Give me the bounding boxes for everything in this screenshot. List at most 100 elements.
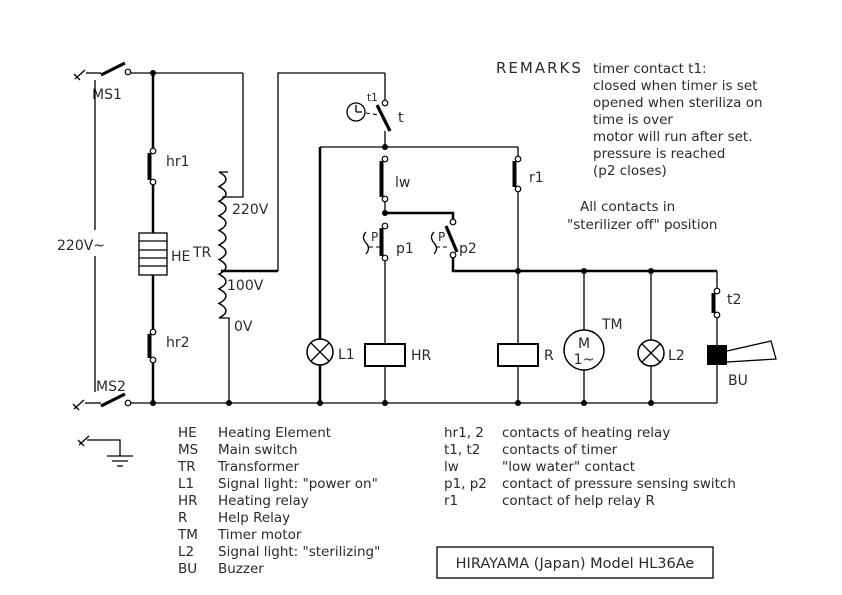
legend-key: t1, t2 (444, 442, 480, 458)
label-lw: lw (395, 175, 410, 191)
transformer: TR 220V 100V 0V (192, 72, 385, 406)
legend-key: HR (178, 493, 198, 509)
remarks-line: closed when timer is set (593, 78, 757, 94)
label-tap-0v: 0V (234, 319, 253, 335)
hr1-contact-terminal (149, 147, 157, 155)
timer-clock-icon (346, 102, 366, 122)
remarks-line: pressure is reached (593, 146, 725, 162)
legend-key: lw (444, 459, 459, 475)
title-box-text: HIRAYAMA (Japan) Model HL36Ae (456, 556, 695, 572)
legend-desc: Signal light: "sterilizing" (218, 544, 380, 560)
label-hr-coil: HR (411, 348, 432, 364)
legend-desc: Buzzer (218, 561, 264, 577)
label-p-right: P (438, 230, 445, 244)
label-motor-phase: 1~ (574, 352, 595, 368)
remarks-line: motor will run after set. (593, 129, 753, 145)
label-hr2: hr2 (166, 335, 190, 351)
remarks-section: REMARKS timer contact t1: closed when ti… (496, 59, 763, 233)
label-motor-m: M (578, 336, 590, 352)
label-p-left: P (371, 230, 378, 244)
r1-contact-terminal (514, 155, 522, 163)
clock-hands (355, 105, 362, 113)
legend-key: r1 (444, 493, 458, 509)
remarks-line: time is over (593, 112, 673, 128)
lw-contact-terminal (381, 155, 389, 163)
heating-element-symbol (138, 232, 168, 276)
relay-coil-r (497, 343, 539, 367)
junction-dot (648, 400, 654, 406)
remarks-line: (p2 closes) (593, 163, 667, 179)
remarks-line: opened when steriliza on (593, 95, 763, 111)
remarks-heading: REMARKS (496, 59, 583, 77)
title-box: HIRAYAMA (Japan) Model HL36Ae (436, 546, 714, 579)
r1-contact-terminal (514, 185, 522, 193)
power-supply-section: MS1 220V~ MS2 (57, 61, 717, 467)
label-hr1: hr1 (166, 154, 190, 170)
legend-desc: "low water" contact (502, 459, 635, 475)
supply-terminal-icon (73, 69, 86, 81)
label-p1: p1 (396, 241, 414, 257)
label-tap-220v: 220V (232, 202, 269, 218)
legend-key: p1, p2 (444, 476, 487, 492)
lamp-l1-cross (310, 342, 330, 362)
remarks-line: timer contact t1: (593, 61, 707, 77)
legend-key: L1 (178, 476, 194, 492)
pressure-actuator-icon (430, 231, 438, 255)
legend-desc: Heating Element (218, 425, 331, 441)
heating-branch: hr1 HE hr2 (138, 70, 190, 406)
buzzer-horn-icon (726, 340, 777, 363)
p2-contact-terminal (449, 251, 457, 259)
label-l2: L2 (668, 348, 685, 364)
wire (385, 211, 455, 219)
t1-contact-blade (375, 104, 392, 132)
hr1-contact-terminal (149, 178, 157, 186)
p1-contact-terminal (381, 254, 389, 262)
legend-desc: contact of pressure sensing switch (502, 476, 736, 492)
legend-desc: contacts of heating relay (502, 425, 670, 441)
ground-icon (87, 439, 133, 467)
actuator-link (365, 112, 380, 116)
control-feed-wire (277, 72, 385, 271)
label-ms2: MS2 (96, 379, 126, 395)
label-r-coil: R (544, 348, 554, 364)
legend-key: BU (178, 561, 197, 577)
p1-contact-terminal (381, 222, 389, 230)
legend-section: HE Heating Element MS Main switch TR Tra… (177, 425, 736, 577)
label-ms1: MS1 (92, 87, 122, 103)
buzzer-icon (707, 345, 727, 365)
label-tap-100v: 100V (227, 278, 264, 294)
relay-coil-hr (364, 343, 406, 367)
hr2-contact-terminal (149, 356, 157, 364)
legend-desc: Main switch (218, 442, 298, 458)
junction-dot (150, 400, 156, 406)
junction-dot (226, 400, 232, 406)
t1-contact-terminal (381, 99, 389, 107)
tap-0v-wire (219, 317, 230, 403)
ground-terminal-icon (77, 435, 90, 447)
legend-desc: contact of help relay R (502, 493, 655, 509)
label-t1: t (398, 110, 404, 126)
label-tr: TR (192, 245, 212, 261)
p2-contact-terminal (449, 218, 457, 226)
label-t2: t2 (727, 292, 741, 308)
legend-key: MS (178, 442, 198, 458)
lw-contact-terminal (381, 195, 389, 203)
supply-terminal-icon (72, 399, 85, 411)
tap-220v-wire (222, 73, 244, 198)
ms1-switch-blade (100, 61, 126, 77)
ms2-switch-terminal (124, 399, 132, 407)
label-p2: p2 (459, 241, 477, 257)
legend-key: R (178, 510, 187, 526)
junction-dot (581, 400, 587, 406)
junction-dot (515, 400, 521, 406)
legend-desc: contacts of timer (502, 442, 618, 458)
junction-dot (382, 400, 388, 406)
transformer-coil (217, 171, 227, 319)
legend-key: TR (177, 459, 196, 475)
legend-desc: Help Relay (218, 510, 290, 526)
junction-dot (317, 400, 323, 406)
heating-element-stripes (139, 240, 167, 267)
title-box-frame (436, 546, 714, 579)
